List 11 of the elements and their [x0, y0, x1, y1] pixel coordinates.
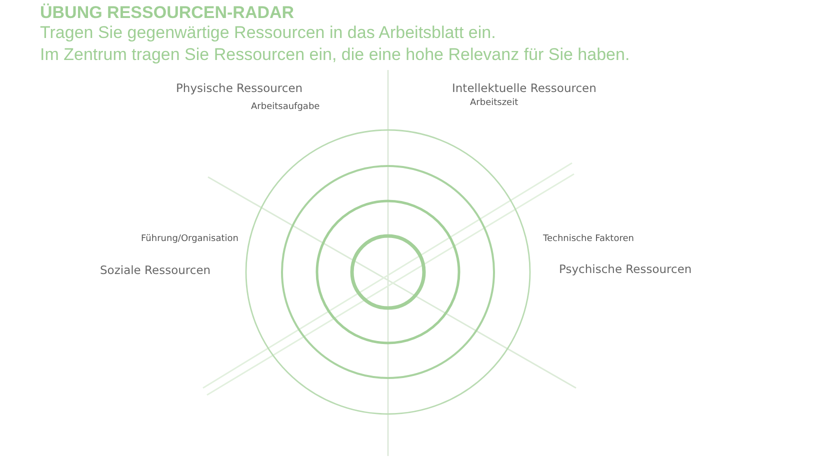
category-label: Physische Ressourcen [176, 81, 303, 95]
instruction-text: Tragen Sie gegenwärtige Ressourcen in das Arbeitsblatt ein. [40, 23, 496, 43]
category-label: Intellektuelle Ressourcen [452, 81, 596, 95]
resource-label: Arbeitsaufgabe [251, 102, 320, 112]
resource-label: Arbeitszeit [470, 98, 518, 108]
instruction-text: Im Zentrum tragen Sie Ressourcen ein, die eine hohe Relevanz für Sie haben. [40, 45, 630, 65]
category-label: Soziale Ressourcen [100, 263, 211, 277]
category-label: Psychische Ressourcen [559, 262, 692, 276]
resource-label: Führung/Organisation [141, 234, 238, 244]
title: ÜBUNG RESSOURCEN-RADAR [40, 3, 294, 23]
resource-label: Technische Faktoren [543, 234, 634, 244]
